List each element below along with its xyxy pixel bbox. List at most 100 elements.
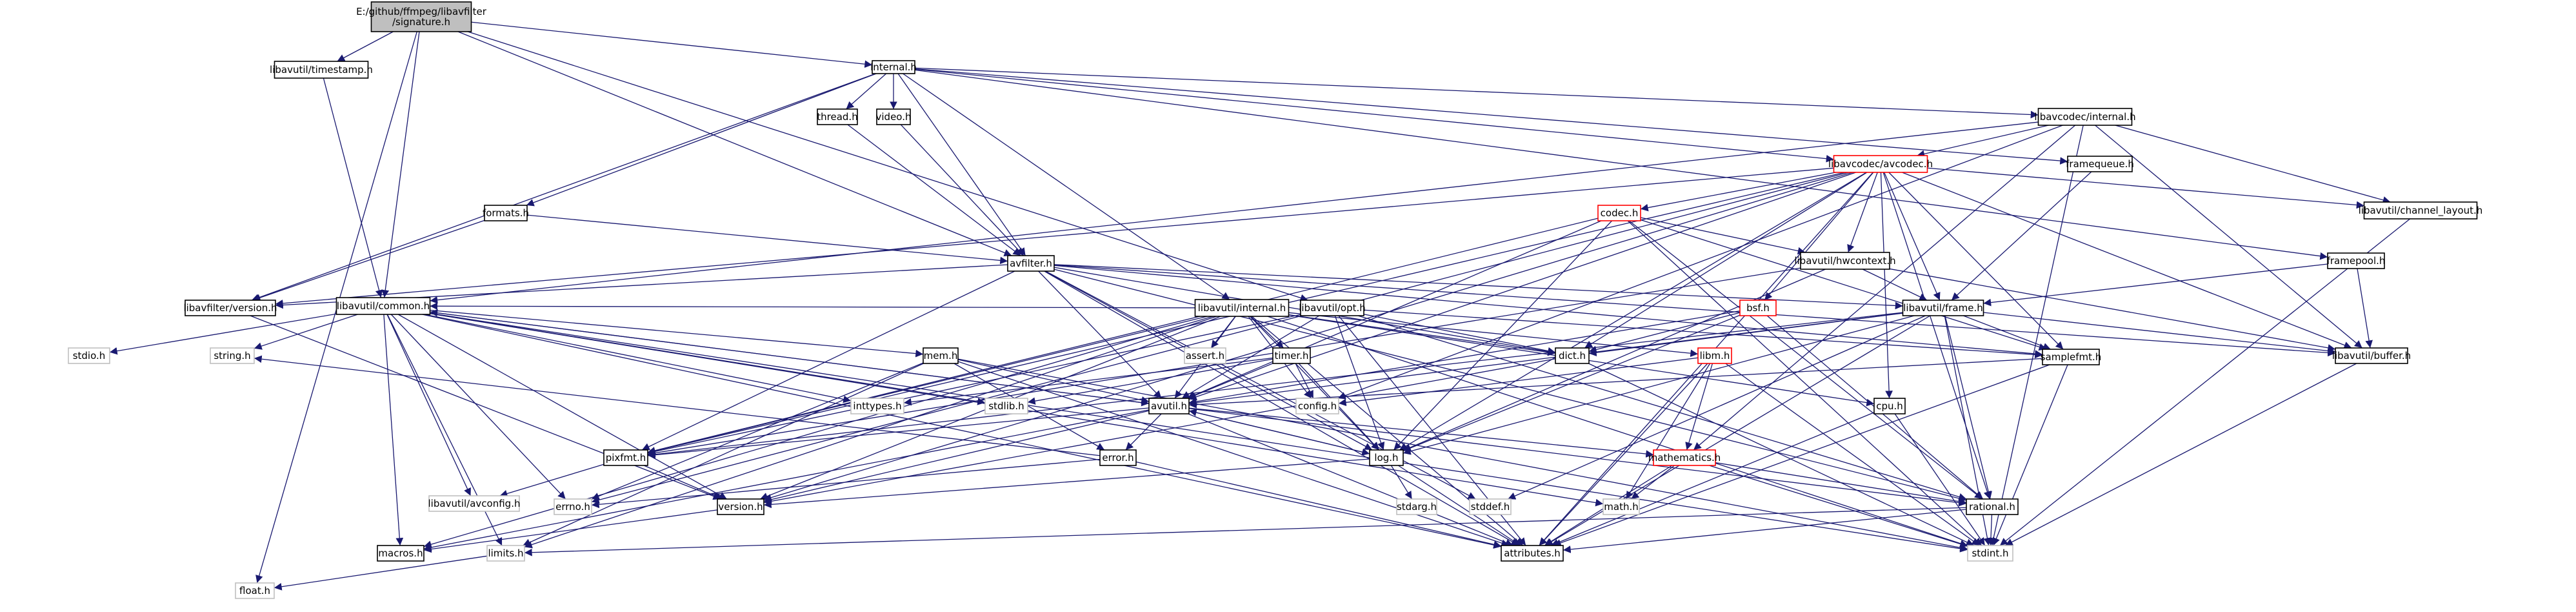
dependency-edge (423, 509, 718, 553)
node-opt[interactable]: libavutil/opt.h (1299, 300, 1366, 316)
dependency-edge (323, 77, 383, 298)
node-internal[interactable]: internal.h (870, 60, 917, 74)
node-channel_layout[interactable]: libavutil/channel_layout.h (2359, 201, 2483, 219)
node-box (1800, 252, 1890, 270)
node-macros[interactable]: macros.h (377, 545, 424, 562)
node-label: libavutil/hwcontext.h (1794, 255, 1895, 267)
node-codec_internal[interactable]: libavcodec/internal.h (2034, 108, 2136, 126)
dependency-edge (250, 315, 721, 500)
node-frame[interactable]: libavutil/frame.h (1902, 300, 1984, 316)
node-bsf[interactable]: bsf.h (1739, 300, 1777, 316)
edge-framepool-to-buffer (2357, 268, 2373, 349)
node-codec[interactable]: codec.h (1597, 205, 1641, 221)
edge-codec-to-pixfmt (647, 218, 1599, 454)
node-assert: assert.h (1184, 347, 1226, 364)
node-framequeue[interactable]: framequeue.h (2066, 156, 2134, 172)
node-label: libavutil/internal.h (1198, 302, 1286, 314)
node-box (428, 495, 520, 512)
edge-avcodec-to-cpu (1880, 172, 1893, 399)
edge-hwcontext-to-buffer (1889, 268, 2336, 352)
edge-avutil-to-rational (1188, 408, 1967, 507)
edge-root-to-internal (471, 21, 873, 68)
dependency-edge (763, 410, 1150, 504)
node-error[interactable]: error.h (1099, 449, 1137, 466)
edge-frame-to-pixfmt (647, 312, 1903, 458)
node-box (1697, 347, 1732, 364)
dependency-edge (641, 270, 1015, 451)
edge-codec-to-rational (1628, 220, 1983, 500)
node-label: libavutil/channel_layout.h (2359, 205, 2483, 217)
node-libm[interactable]: libm.h (1697, 347, 1732, 364)
edge-codec_internal-to-channel_layout (2115, 125, 2391, 204)
node-timestamp[interactable]: libavutil/timestamp.h (270, 61, 373, 79)
edge-util_internal-to-pixfmt (647, 316, 1208, 454)
edge-codec_internal-to-stdint (1990, 125, 2084, 546)
dependency-edge (2095, 125, 2363, 349)
dependency-edge (1357, 315, 1967, 501)
edge-common-to-inttypes (424, 314, 852, 403)
dependency-edge (1288, 314, 1556, 356)
dependency-edge (471, 21, 873, 68)
edge-dict-to-version (763, 358, 1556, 505)
node-buffer[interactable]: libavutil/buffer.h (2332, 347, 2411, 364)
node-avutil[interactable]: avutil.h (1148, 398, 1190, 414)
node-timer[interactable]: timer.h (1272, 347, 1311, 364)
edge-timer-to-inttypes (903, 357, 1273, 406)
dependency-edge (643, 465, 723, 500)
dependency-edge (1508, 315, 1926, 500)
node-label: formats.h (483, 207, 529, 219)
edge-common-to-version (397, 314, 727, 500)
dependency-edge (1188, 407, 1654, 458)
dependency-edge (1027, 358, 1273, 405)
dependency-edge (1999, 218, 2411, 546)
node-mem[interactable]: mem.h (923, 347, 959, 364)
node-pixfmt[interactable]: pixfmt.h (603, 449, 648, 466)
node-root[interactable]: E:/github/ffmpeg/libavfilter/signature.h (356, 1, 487, 32)
node-box (1501, 545, 1564, 562)
dependency-edge (763, 458, 1370, 509)
dependency-edge (1992, 364, 2068, 546)
edge-internal-to-formats (526, 73, 877, 207)
dependency-edge (1135, 461, 1502, 549)
node-util_internal[interactable]: libavutil/internal.h (1194, 299, 1290, 317)
dependency-edge (1764, 172, 1874, 301)
edge-avcodec-to-rational (1882, 172, 1992, 500)
node-avfilter_version[interactable]: libavfilter/version.h (183, 300, 277, 316)
edge-util_internal-to-dict (1288, 314, 1556, 356)
node-log[interactable]: log.h (1369, 449, 1404, 466)
node-avfilter[interactable]: avfilter.h (1007, 255, 1055, 272)
node-box (603, 449, 648, 466)
node-formats[interactable]: formats.h (483, 205, 529, 221)
node-math: math.h (1603, 498, 1640, 515)
dependency-edge (254, 314, 358, 350)
node-mathematics[interactable]: mathematics.h (1648, 449, 1721, 466)
dependency-edge (1927, 167, 2364, 209)
node-box (1653, 449, 1716, 466)
dependency-edge (1053, 265, 2043, 358)
node-version[interactable]: version.h (717, 498, 764, 515)
edge-avcodec-to-avfilter_version (275, 167, 1834, 307)
node-common[interactable]: libavutil/common.h (335, 297, 431, 315)
node-thread[interactable]: thread.h (817, 108, 858, 125)
node-avcodec[interactable]: libavcodec/avcodec.h (1828, 155, 1933, 173)
dependency-edge (1584, 172, 1868, 349)
node-box (2335, 347, 2408, 364)
dependency-edge (1628, 220, 1983, 500)
edge-avcodec-to-samplefmt (1888, 172, 2064, 350)
edge-mem-to-stdint (957, 358, 1968, 552)
edge-dict-to-stdint (1588, 363, 1974, 546)
edge-hwcontext-to-log (1403, 269, 1826, 451)
dependency-edge (1715, 462, 1967, 505)
dependency-edge (1125, 413, 1162, 451)
node-hwcontext[interactable]: libavutil/hwcontext.h (1794, 252, 1896, 270)
node-rational[interactable]: rational.h (1966, 498, 2019, 515)
node-samplefmt[interactable]: samplefmt.h (2041, 349, 2102, 365)
node-video[interactable]: video.h (876, 108, 912, 125)
dependency-edge (1640, 217, 1806, 255)
edge-opt-to-log (1334, 315, 1385, 451)
edge-error-to-errno (591, 458, 1101, 509)
node-attributes[interactable]: attributes.h (1501, 545, 1564, 562)
node-cpu[interactable]: cpu.h (1873, 398, 1906, 414)
node-framepool[interactable]: framepool.h (2327, 252, 2386, 269)
node-dict[interactable]: dict.h (1555, 347, 1590, 364)
